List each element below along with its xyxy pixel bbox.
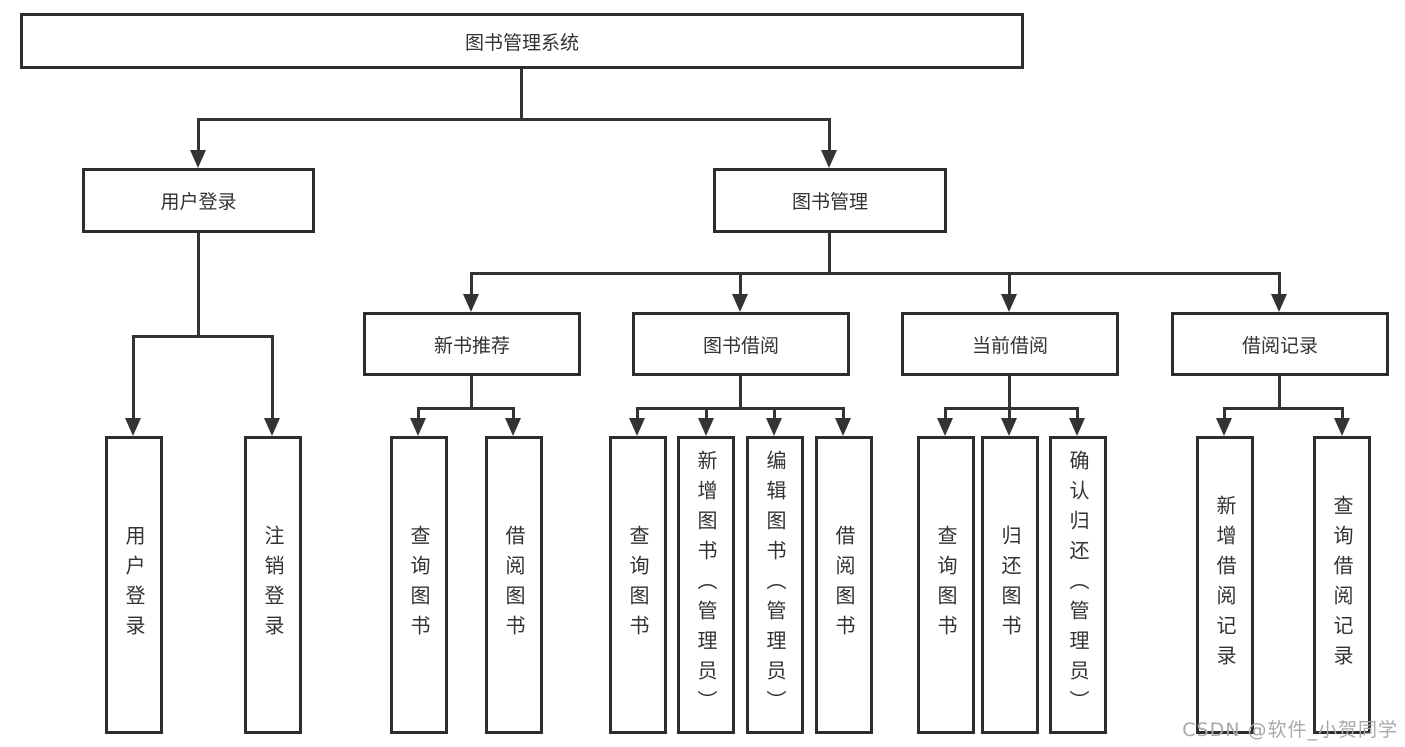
connector-stem-book-borrow (739, 376, 742, 410)
connector-bar-user-login (132, 335, 274, 338)
node-label: 归还图书 (998, 525, 1022, 645)
node-edit-book-admin: 编辑图书（管理员） (746, 436, 804, 734)
node-add-book-admin: 新增图书（管理员） (677, 436, 735, 734)
node-borrow-record: 借阅记录 (1171, 312, 1389, 376)
node-label: 确认归还（管理员） (1066, 450, 1090, 720)
connector-bar-level3 (470, 272, 1281, 275)
arrow-down-icon (629, 418, 645, 436)
connector-drop (1008, 407, 1011, 420)
node-label: 查询图书 (407, 525, 431, 645)
arrow-down-icon (1334, 418, 1350, 436)
node-label: 注销登录 (261, 525, 285, 645)
arrow-down-icon (732, 294, 748, 312)
node-query-books: 查询图书 (390, 436, 448, 734)
node-confirm-return-admin: 确认归还（管理员） (1049, 436, 1107, 734)
connector-drop-logout (271, 335, 274, 420)
connector-drop (773, 407, 776, 420)
node-add-borrow-record: 新增借阅记录 (1196, 436, 1254, 734)
connector-drop-book-borrow (739, 272, 742, 296)
node-label: 用户登录 (160, 191, 237, 213)
connector-drop (1076, 407, 1079, 420)
node-label: 图书管理 (791, 191, 868, 213)
node-label: 查询图书 (934, 525, 958, 645)
connector-drop (705, 407, 708, 420)
node-label: 查询图书 (626, 525, 650, 645)
node-label: 用户登录 (122, 525, 146, 645)
arrow-down-icon (835, 418, 851, 436)
connector-drop-login (132, 335, 135, 420)
connector-drop-current-borrow (1008, 272, 1011, 296)
connector-drop (944, 407, 947, 420)
node-label: 借阅图书 (832, 525, 856, 645)
node-label: 借阅记录 (1241, 334, 1318, 357)
connector-stem-user-login (197, 233, 200, 338)
node-book-mgmt: 图书管理 (713, 168, 947, 233)
node-label: 当前借阅 (971, 334, 1048, 357)
connector-drop (417, 407, 420, 420)
arrow-down-icon (190, 150, 206, 168)
connector-stem-new-book (470, 376, 473, 410)
connector-bar-current-borrow (944, 407, 1079, 410)
connector-stem-root (520, 69, 523, 121)
connector-drop-user-login (197, 118, 200, 152)
node-label: 查询借阅记录 (1330, 495, 1354, 675)
connector-drop (636, 407, 639, 420)
node-label: 编辑图书（管理员） (763, 450, 787, 720)
connector-drop (512, 407, 515, 420)
node-book-borrow: 图书借阅 (632, 312, 850, 376)
node-borrow-books: 借阅图书 (815, 436, 873, 734)
arrow-down-icon (505, 418, 521, 436)
node-label: 图书管理系统 (464, 31, 579, 54)
arrow-down-icon (1069, 418, 1085, 436)
node-label: 新书推荐 (433, 334, 510, 357)
arrow-down-icon (1001, 294, 1017, 312)
arrow-down-icon (1001, 418, 1017, 436)
node-current-borrow: 当前借阅 (901, 312, 1119, 376)
connector-drop-borrow-record (1278, 272, 1281, 296)
connector-drop-new-book (470, 272, 473, 296)
connector-stem-borrow-record (1278, 376, 1281, 410)
node-label: 新增图书（管理员） (694, 450, 718, 720)
node-borrow-books: 借阅图书 (485, 436, 543, 734)
node-label: 借阅图书 (502, 525, 526, 645)
node-new-book-recommend: 新书推荐 (363, 312, 581, 376)
node-label: 新增借阅记录 (1213, 495, 1237, 675)
arrow-down-icon (821, 150, 837, 168)
node-query-books: 查询图书 (609, 436, 667, 734)
connector-bar-new-book (417, 407, 515, 410)
connector-stem-current-borrow (1008, 376, 1011, 410)
node-logout-leaf: 注销登录 (244, 436, 302, 734)
node-user-login: 用户登录 (82, 168, 315, 233)
arrow-down-icon (937, 418, 953, 436)
node-return-book: 归还图书 (981, 436, 1039, 734)
connector-drop (1223, 407, 1226, 420)
arrow-down-icon (463, 294, 479, 312)
node-root: 图书管理系统 (20, 13, 1024, 69)
node-query-borrow-record: 查询借阅记录 (1313, 436, 1371, 734)
connector-stem-book-mgmt (828, 233, 831, 275)
connector-bar-level2 (197, 118, 831, 121)
node-login-leaf: 用户登录 (105, 436, 163, 734)
node-query-books: 查询图书 (917, 436, 975, 734)
arrow-down-icon (1216, 418, 1232, 436)
connector-drop-book-mgmt (828, 118, 831, 152)
connector-bar-book-borrow (636, 407, 845, 410)
arrow-down-icon (125, 418, 141, 436)
connector-bar-borrow-record (1223, 407, 1344, 410)
arrow-down-icon (766, 418, 782, 436)
connector-drop (1341, 407, 1344, 420)
arrow-down-icon (410, 418, 426, 436)
arrow-down-icon (1271, 294, 1287, 312)
arrow-down-icon (264, 418, 280, 436)
node-label: 图书借阅 (702, 334, 779, 357)
connector-drop (842, 407, 845, 420)
arrow-down-icon (698, 418, 714, 436)
